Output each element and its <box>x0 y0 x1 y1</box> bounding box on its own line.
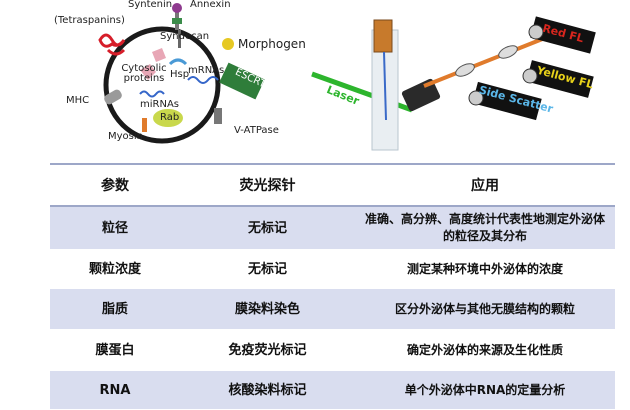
mirnas-label: miRNAs <box>140 99 179 110</box>
param-cell: 膜蛋白 <box>50 329 180 371</box>
mhc-label: MHC <box>66 95 90 106</box>
table-header-row: 参数 荧光探针 应用 <box>50 163 615 207</box>
header-application: 应用 <box>355 163 615 207</box>
param-cell: 颗粒浓度 <box>50 249 180 289</box>
flow-cytometer-diagram <box>311 16 596 151</box>
mrna-icon <box>187 76 219 84</box>
probe-cell: 无标记 <box>180 249 355 289</box>
cytosolic-protein-icon <box>140 64 156 80</box>
header-param: 参数 <box>50 163 180 207</box>
yellow-fl-detector <box>526 60 594 98</box>
exosome-membrane <box>103 26 221 144</box>
table-row: 粒径 无标记 准确、高分辨、高度统计代表性地测定外泌体的粒径及其分布 <box>50 206 615 250</box>
probe-cell: 膜染料染色 <box>180 288 355 330</box>
table-row: RNA 核酸染料标记 单个外泌体中RNA的定量分析 <box>50 370 615 410</box>
rab-icon <box>153 109 183 127</box>
mirna-icon <box>139 90 165 98</box>
syntenin-label: Syntenin <box>128 0 173 10</box>
sample-tube <box>373 19 393 53</box>
exosome-diagram <box>98 3 265 144</box>
mrnas-label: mRNAs <box>188 65 225 76</box>
vatpase-icon <box>214 108 222 124</box>
parameter-table: 参数 荧光探针 应用 粒径 无标记 准确、高分辨、高度统计代表性地测定外泌体的粒… <box>50 163 615 410</box>
param-cell: 脂质 <box>50 288 180 330</box>
syndecan-icon <box>178 30 181 48</box>
morphogen-icon <box>222 38 234 50</box>
hsp-icon <box>168 58 188 66</box>
param-cell: 粒径 <box>50 206 180 250</box>
mhc-icon <box>104 89 122 105</box>
table-row: 脂质 膜染料染色 区分外泌体与其他无膜结构的颗粒 <box>50 288 615 330</box>
table-row: 膜蛋白 免疫荧光标记 确定外泌体的来源及生化性质 <box>50 329 615 371</box>
myosin-icon <box>142 118 147 132</box>
morphogen-label: Morphogen <box>238 37 306 51</box>
application-cell: 区分外泌体与其他无膜结构的颗粒 <box>355 288 615 330</box>
probe-cell: 无标记 <box>180 206 355 250</box>
tetraspanins-label: (Tetraspanins) <box>54 15 125 26</box>
figure-panel: Syntenin Annexin (Tetraspanins) Syndecan… <box>0 0 630 160</box>
red-fl-detector <box>530 16 596 54</box>
application-cell: 测定某种环境中外泌体的浓度 <box>355 249 615 289</box>
lens-assembly <box>401 78 441 112</box>
rab-label: Rab <box>160 112 180 123</box>
side-scatter-detector <box>472 81 542 121</box>
syndecan-label: Syndecan <box>160 31 210 42</box>
tetraspanin-icon <box>98 33 126 48</box>
application-cell: 确定外泌体的来源及生化性质 <box>355 329 615 371</box>
annexin-label: Annexin <box>190 0 231 10</box>
probe-cell: 免疫荧光标记 <box>180 329 355 371</box>
myosin-label: Myosin <box>108 131 143 142</box>
annexin-icon <box>172 3 182 13</box>
application-cell: 准确、高分辨、高度统计代表性地测定外泌体的粒径及其分布 <box>355 206 615 250</box>
hsp-label: Hsp <box>170 69 190 80</box>
table-row: 颗粒浓度 无标记 测定某种环境中外泌体的浓度 <box>50 249 615 289</box>
cytosolic-proteins-label: Cytosolic proteins <box>121 63 167 84</box>
application-cell: 单个外泌体中RNA的定量分析 <box>355 370 615 410</box>
vatpase-label: V-ATPase <box>234 125 279 136</box>
header-probe: 荧光探针 <box>180 163 355 207</box>
escrt-icon <box>219 62 265 100</box>
param-cell: RNA <box>50 370 180 410</box>
probe-cell: 核酸染料标记 <box>180 370 355 410</box>
